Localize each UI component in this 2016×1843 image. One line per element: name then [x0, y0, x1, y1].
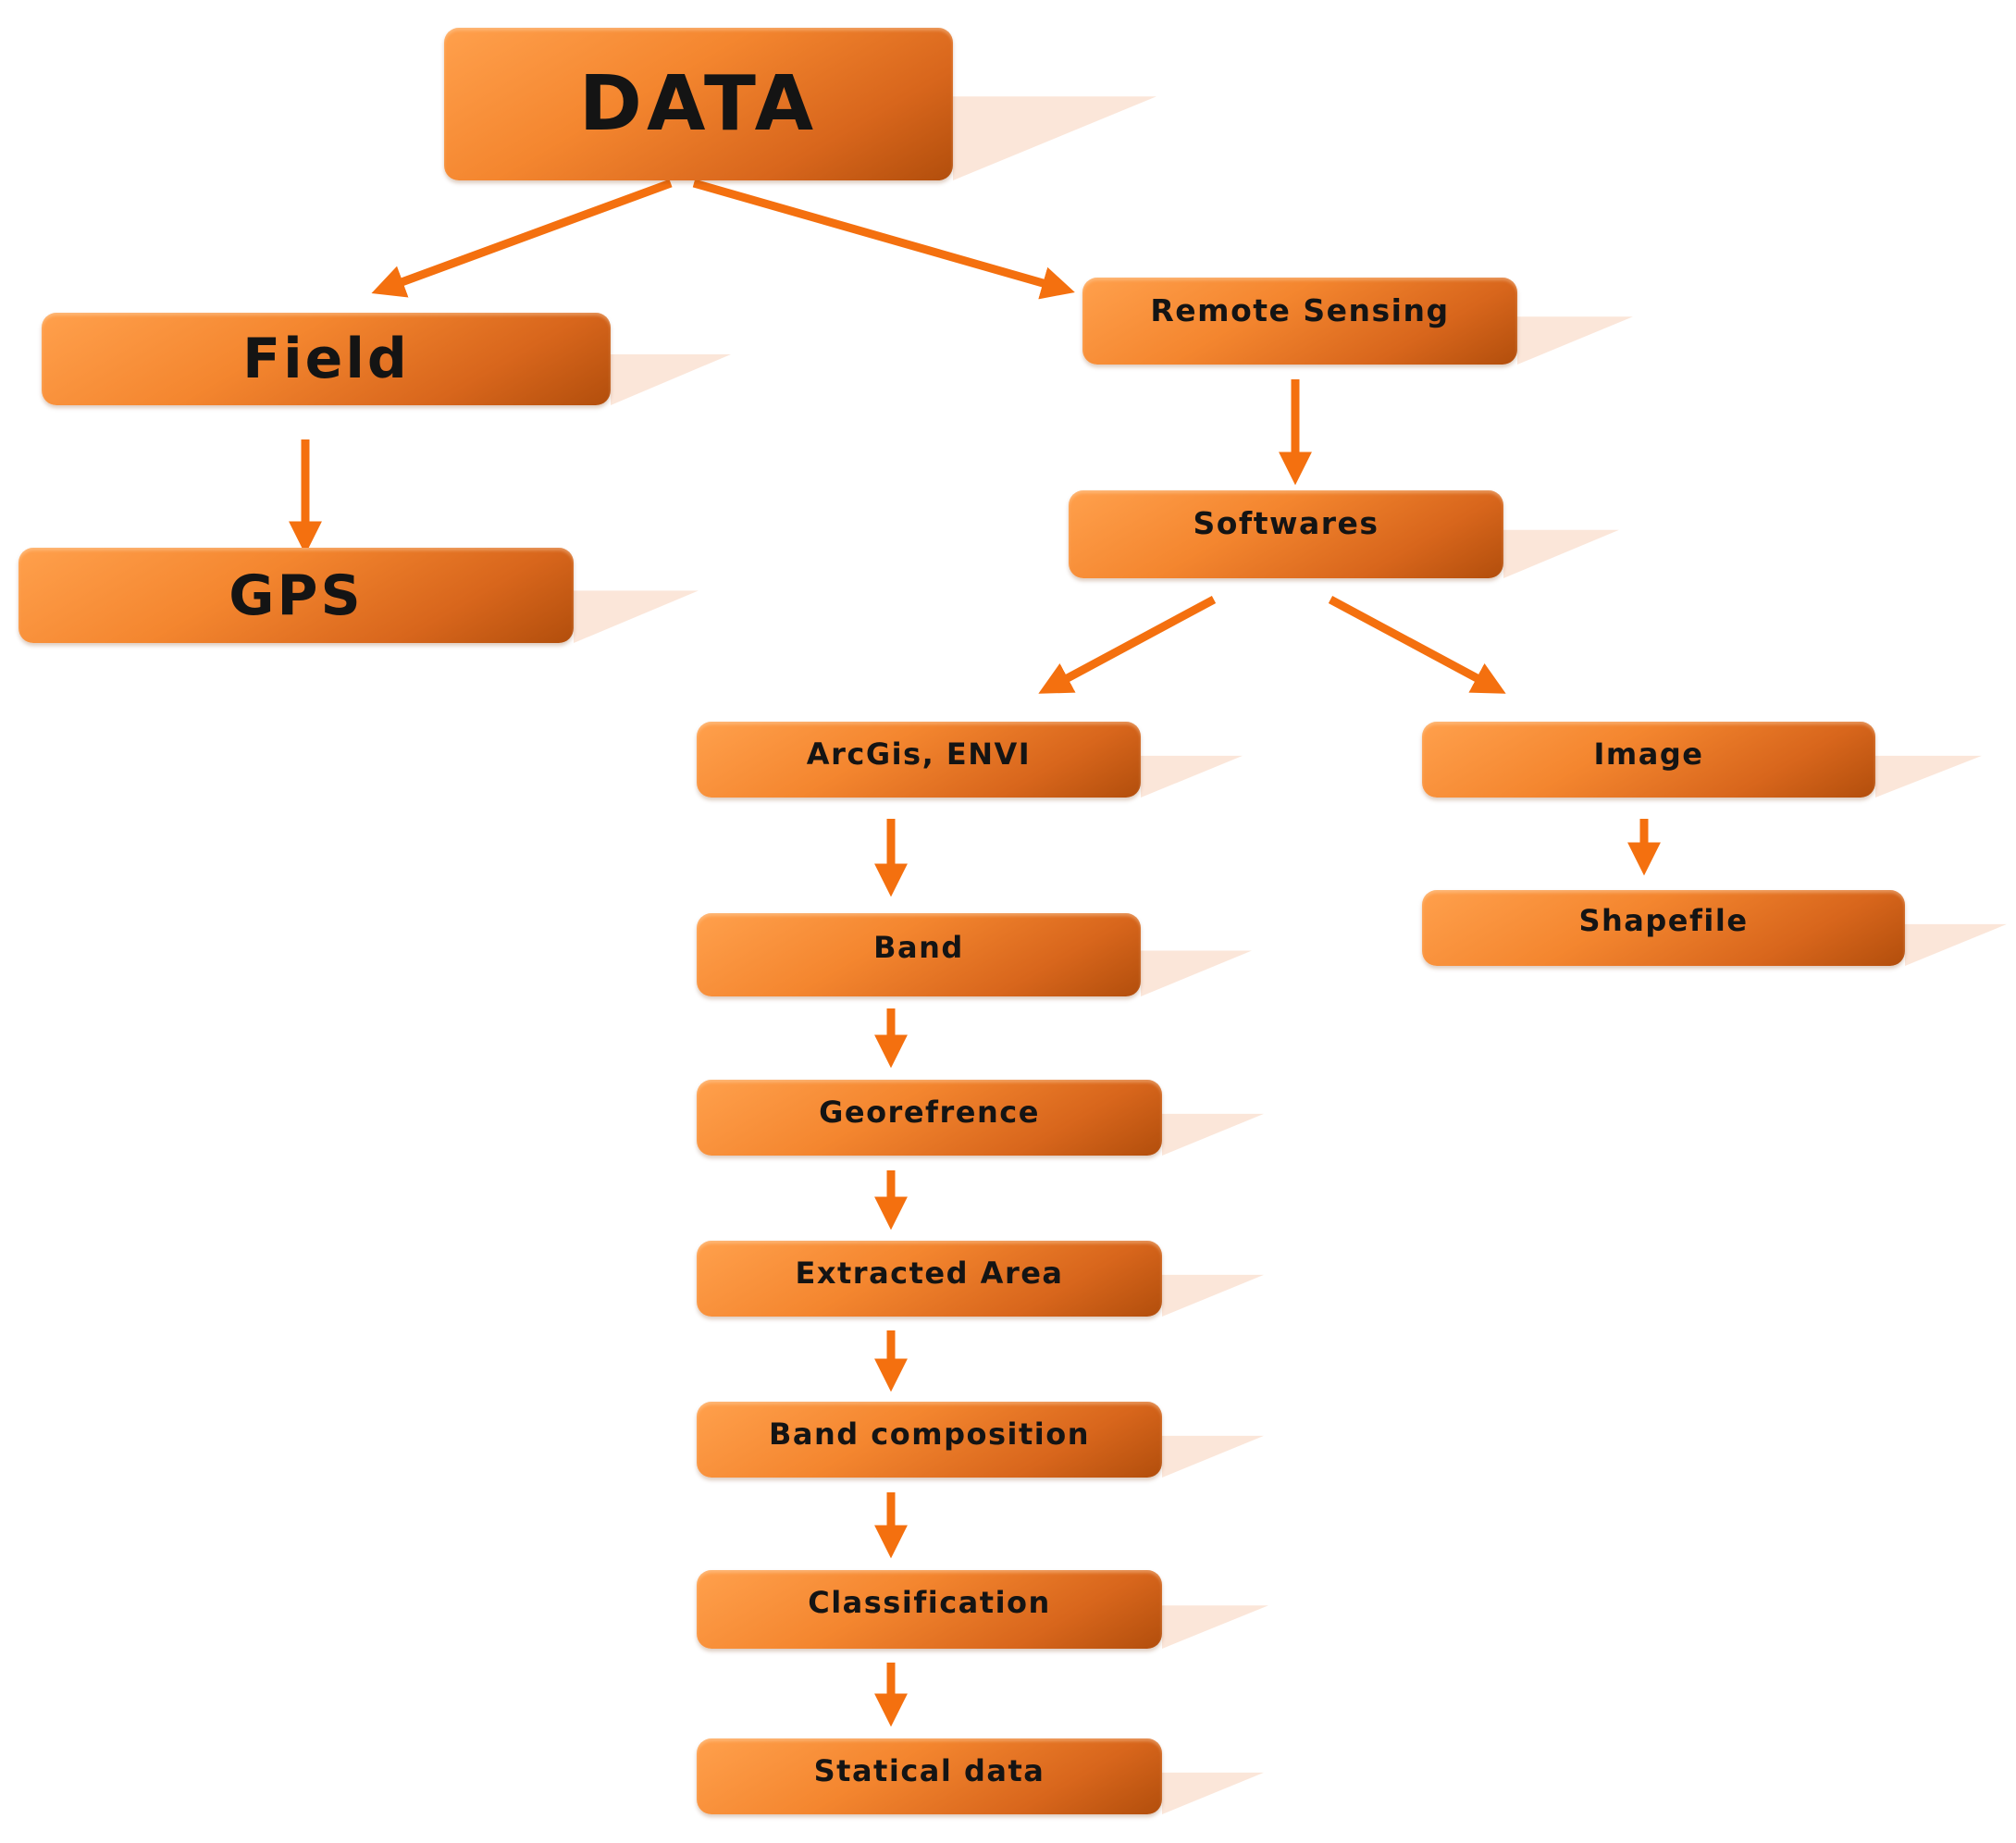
node-shapefile-label: Shapefile	[1578, 903, 1749, 938]
box-shadow-shape	[1162, 1274, 1264, 1317]
node-extracted-area: Extracted Area	[697, 1241, 1162, 1317]
node-gps-label: GPS	[229, 563, 364, 628]
node-arcgis-envi-label: ArcGis, ENVI	[806, 736, 1032, 772]
node-classification: Classification	[697, 1570, 1162, 1649]
node-softwares-label: Softwares	[1193, 505, 1379, 541]
box-shadow-shape	[1162, 1772, 1264, 1814]
node-band-composition-label: Band composition	[768, 1416, 1091, 1452]
node-arcgis-envi: ArcGis, ENVI	[697, 722, 1141, 798]
box-shadow-shape	[1141, 950, 1252, 996]
box-shadow-shape	[953, 96, 1156, 180]
box-shadow-shape	[1162, 1605, 1268, 1649]
node-extracted-area-label: Extracted Area	[795, 1255, 1064, 1291]
box-shadow-shape	[1162, 1435, 1264, 1478]
box-shadow-shape	[1517, 316, 1633, 365]
node-remote-sensing: Remote Sensing	[1082, 278, 1517, 365]
arrow-softwares-to-image	[1328, 596, 1506, 694]
box-shadow-shape	[611, 354, 731, 405]
node-remote-sensing-label: Remote Sensing	[1150, 292, 1450, 328]
node-band: Band	[697, 913, 1141, 996]
node-image: Image	[1422, 722, 1875, 798]
node-field-label: Field	[242, 327, 410, 391]
box-shadow-shape	[1162, 1113, 1264, 1156]
box-shadow-shape	[1905, 923, 2007, 966]
box-shadow-shape	[1503, 529, 1619, 578]
box-shadow-shape	[1875, 755, 1982, 798]
node-georefrence-label: Georefrence	[819, 1095, 1040, 1130]
arrow-data-to-field	[371, 179, 673, 298]
node-softwares: Softwares	[1069, 490, 1503, 578]
box-shadow-shape	[1141, 755, 1243, 798]
node-statical-data: Statical data	[697, 1738, 1162, 1814]
node-classification-label: Classification	[808, 1585, 1051, 1620]
node-field: Field	[42, 313, 611, 405]
box-shadow-shape	[574, 590, 699, 643]
node-gps: GPS	[19, 548, 574, 643]
node-data: DATA	[444, 28, 953, 180]
arrow-data-to-remote-sensing	[692, 179, 1075, 300]
node-band-label: Band	[873, 930, 964, 965]
node-data-label: DATA	[578, 60, 819, 148]
node-georefrence: Georefrence	[697, 1080, 1162, 1156]
node-image-label: Image	[1593, 736, 1704, 772]
node-statical-data-label: Statical data	[813, 1753, 1045, 1788]
arrow-softwares-to-arcgis-envi	[1038, 596, 1217, 694]
node-band-composition: Band composition	[697, 1402, 1162, 1478]
node-shapefile: Shapefile	[1422, 890, 1905, 966]
